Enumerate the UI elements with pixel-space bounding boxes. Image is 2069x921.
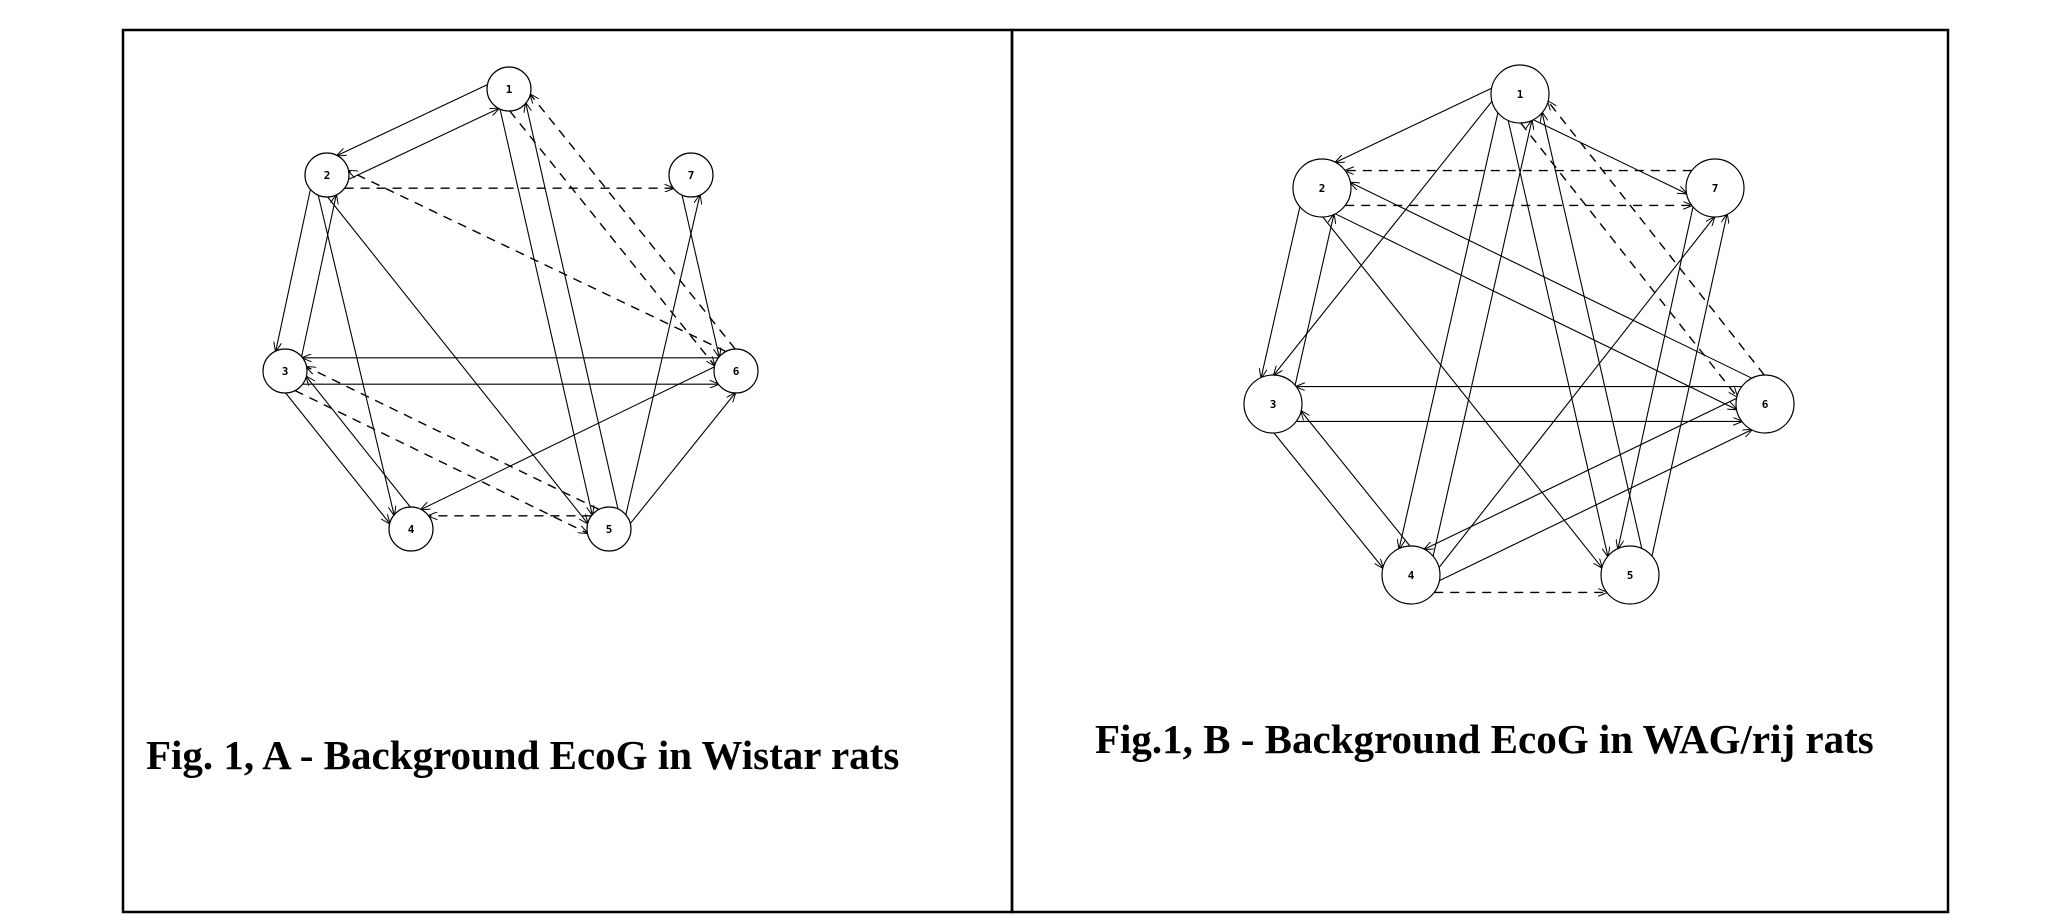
caption-panel-b: Fig.1, B - Background EcoG in WAG/rij ra… (1095, 716, 1874, 762)
node-label-4: 4 (408, 523, 415, 536)
node-6 (1735, 374, 1795, 434)
node-7 (668, 152, 714, 198)
edge-2-to-5-solid (1322, 216, 1602, 568)
node-label-3: 3 (1270, 398, 1277, 411)
edge-2-to-3-solid (1261, 206, 1301, 378)
node-label-1: 1 (506, 83, 513, 96)
edge-3-to-4-solid (285, 392, 390, 523)
edge-1-to-4-solid (1399, 112, 1499, 549)
node-label-4: 4 (1408, 569, 1415, 582)
node-label-2: 2 (1319, 182, 1326, 195)
edge-2-to-1-solid (348, 108, 499, 180)
graph-panel-b: 1 2 3 4 5 6 7 (1243, 64, 1795, 605)
node-label-5: 5 (1627, 569, 1634, 582)
edge-7-to-5-solid (1618, 206, 1694, 549)
edge-4-to-3-solid (1301, 411, 1411, 547)
edge-1-to-5-solid (1507, 120, 1608, 556)
node-label-1: 1 (1517, 88, 1524, 101)
edge-1-to-6-dashed (1520, 122, 1737, 397)
edge-5-to-1-solid (526, 103, 619, 510)
node-label-6: 6 (1762, 398, 1769, 411)
edge-7-to-6-solid (681, 194, 719, 357)
edge-5-to-6-solid (629, 393, 735, 524)
node-6 (713, 348, 759, 394)
node-3 (262, 348, 308, 394)
edge-6-to-1-dashed (530, 94, 736, 350)
edge-6-to-4-solid (421, 366, 715, 510)
edge-6-to-1-dashed (1548, 101, 1765, 376)
edge-1-to-7-solid (1533, 119, 1686, 194)
edge-2-to-5-solid (327, 196, 588, 523)
edge-5-to-7-solid (1651, 214, 1727, 557)
edge-3-to-4-solid (1273, 432, 1383, 568)
panel-borders (121, 28, 1950, 914)
node-label-7: 7 (1712, 182, 1719, 195)
edge-4-to-6-solid (1439, 430, 1751, 582)
edge-1-to-6-dashed (509, 110, 715, 366)
edge-2-to-3-solid (276, 189, 311, 351)
node-label-5: 5 (606, 523, 613, 536)
node-2 (304, 152, 350, 198)
edge-5-to-1-solid (1542, 113, 1643, 549)
node-5 (1600, 545, 1660, 605)
node-4 (388, 506, 434, 552)
node-4 (1381, 545, 1441, 605)
edge-6-to-4-solid (1424, 397, 1737, 549)
edge-3-to-2-solid (1294, 214, 1334, 386)
node-3 (1243, 374, 1303, 434)
node-7 (1685, 158, 1745, 218)
edge-1-to-3-solid (1274, 100, 1493, 375)
edge-6-to-2-dashed (349, 171, 727, 353)
node-5 (586, 506, 632, 552)
node-2 (1292, 158, 1352, 218)
edge-5-to-7-solid (625, 195, 700, 515)
edge-2-to-4-solid (317, 195, 394, 515)
edge-1-to-2-solid (337, 84, 488, 156)
edge-1-to-2-solid (1335, 87, 1492, 162)
edge-4-to-1-solid (1432, 120, 1532, 557)
node-label-2: 2 (324, 169, 331, 182)
panel-b-border (1010, 28, 1950, 914)
edge-4-to-7-solid (1438, 217, 1714, 568)
edge-6-to-2-solid (1350, 183, 1753, 379)
edge-2-to-6-solid (1334, 213, 1736, 410)
edge-3-to-2-solid (301, 195, 337, 357)
edge-4-to-3-solid (306, 377, 411, 508)
caption-panel-a: Fig. 1, A - Background EcoG in Wistar ra… (146, 732, 900, 778)
node-label-3: 3 (282, 365, 289, 378)
edge-3-to-5-dashed (294, 389, 587, 534)
graph-panel-a: 1 2 3 4 5 6 7 (262, 66, 759, 552)
edge-5-to-3-dashed (307, 367, 600, 511)
node-label-6: 6 (733, 365, 740, 378)
edge-1-to-5-solid (499, 108, 592, 515)
node-1 (486, 66, 532, 112)
node-label-7: 7 (688, 169, 695, 182)
node-1 (1490, 64, 1550, 124)
